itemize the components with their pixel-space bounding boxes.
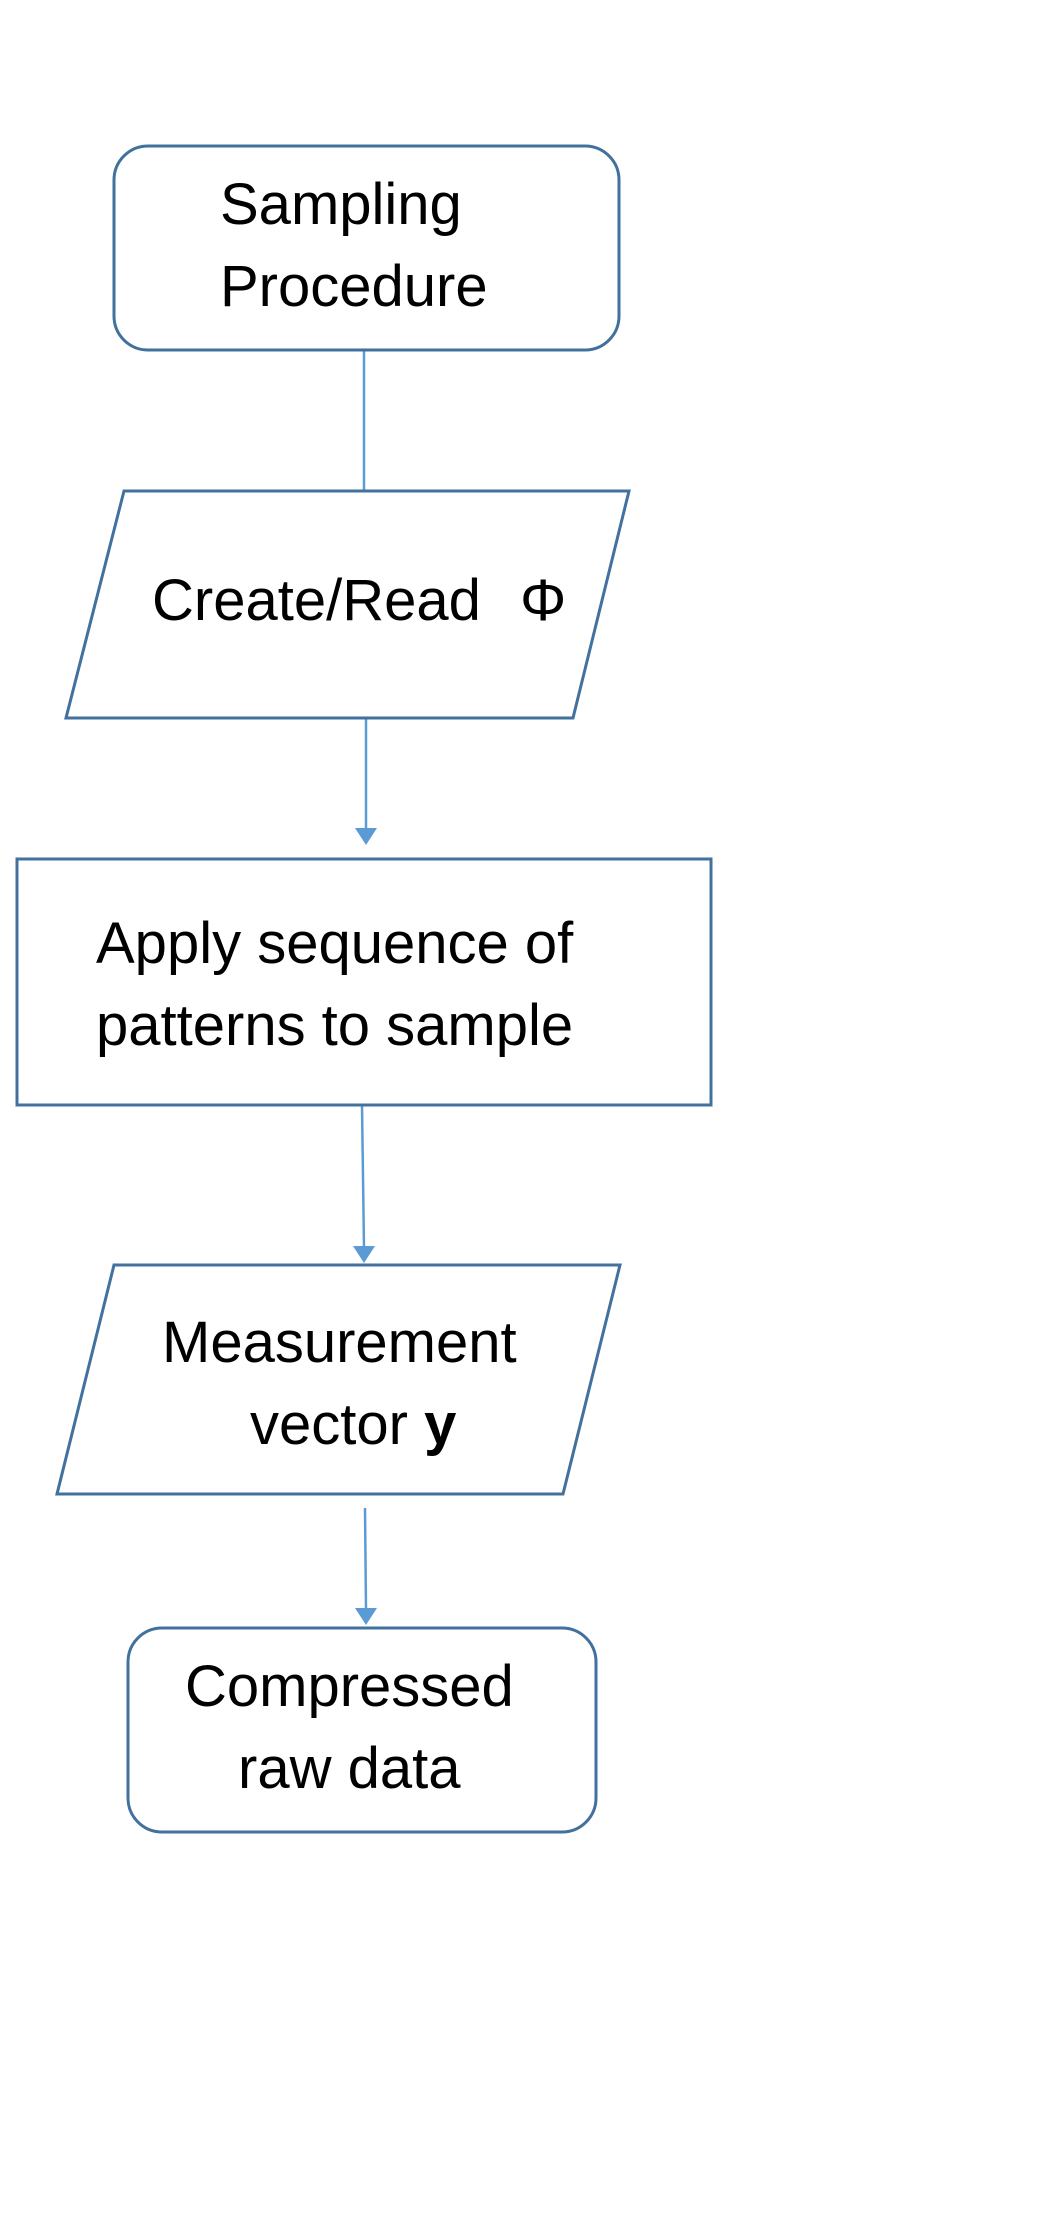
apply-sequence-line2: patterns to sample [96,993,573,1058]
arrowhead-icon [355,1608,377,1625]
terminator-shape [112,144,621,352]
data-io-shape [64,489,631,720]
compressed-line1: Compressed [185,1654,514,1719]
node-compressed-raw-data: Compressed raw data [126,1626,598,1834]
data-io-shape [55,1263,622,1496]
edge-measurement-to-compressed [363,1507,368,1611]
measurement-y-symbol: y [424,1392,456,1457]
terminator-shape [126,1626,598,1834]
create-read-label: Create/Read [152,568,481,633]
phi-symbol: Φ [520,568,566,633]
node-measurement-vector: Measurement vector y [55,1263,622,1496]
measurement-vector-word: vector [250,1392,408,1457]
compressed-line2: raw data [238,1736,461,1801]
arrowhead-icon [355,828,377,845]
sampling-procedure-line1: Sampling [220,172,462,237]
process-shape [15,857,713,1107]
edge-apply-to-measurement [360,1104,366,1249]
measurement-line2: vector y [250,1392,456,1457]
measurement-line1: Measurement [162,1310,517,1375]
node-create-read: Create/Read Φ [64,489,631,720]
sampling-procedure-line2: Procedure [220,254,488,319]
arrowhead-icon [353,1246,375,1263]
apply-sequence-line1: Apply sequence of [96,911,574,976]
node-apply-sequence: Apply sequence of patterns to sample [15,857,713,1107]
node-sampling-procedure: Sampling Procedure [112,144,621,352]
